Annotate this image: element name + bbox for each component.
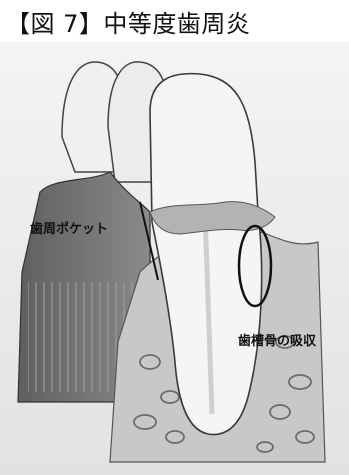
gum-margin xyxy=(150,202,275,234)
label-alveolar-bone-resorption: 歯槽骨の吸収 xyxy=(238,330,316,349)
figure-title: 【図 7】中等度歯周炎 xyxy=(6,4,250,39)
periodontitis-illustration xyxy=(0,42,349,475)
label-periodontal-pocket: 歯周ポケット xyxy=(30,218,108,237)
